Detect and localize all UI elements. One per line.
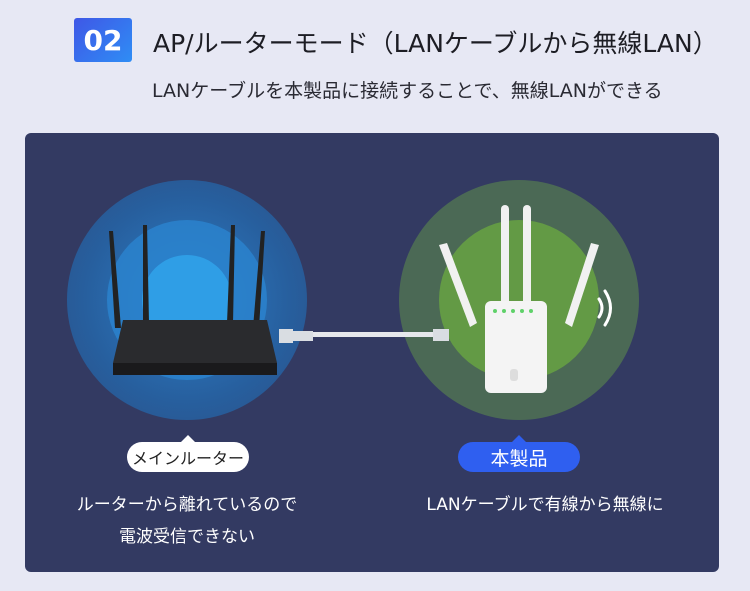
devices-illustration — [109, 205, 612, 393]
extender-body — [485, 301, 547, 393]
router-description: ルーターから離れているので 電波受信できない — [25, 489, 349, 553]
page-title: AP/ルーターモード（LANケーブルから無線LAN） — [153, 29, 718, 58]
router-desc-line2: 電波受信できない — [119, 527, 255, 547]
router-antennas — [109, 225, 265, 328]
product-desc-line1: LANケーブルで有線から無線に — [426, 495, 664, 515]
page-subtitle: LANケーブルを本製品に接続することで、無線LANができる — [152, 80, 663, 102]
extender-antennas — [439, 205, 599, 327]
product-description: LANケーブルで有線から無線に — [365, 489, 719, 521]
main-router-label: メインルーター — [127, 435, 249, 472]
router-body — [113, 320, 277, 363]
diagram-panel: メインルーター 本製品 ルーターから離れているので 電波受信できない LANケー… — [25, 133, 719, 572]
step-number-badge: 02 — [74, 18, 132, 62]
lan-cable — [279, 329, 449, 343]
wifi-waves-icon — [597, 289, 612, 327]
router-desc-line1: ルーターから離れているので — [76, 495, 298, 515]
this-product-label: 本製品 — [458, 435, 580, 472]
